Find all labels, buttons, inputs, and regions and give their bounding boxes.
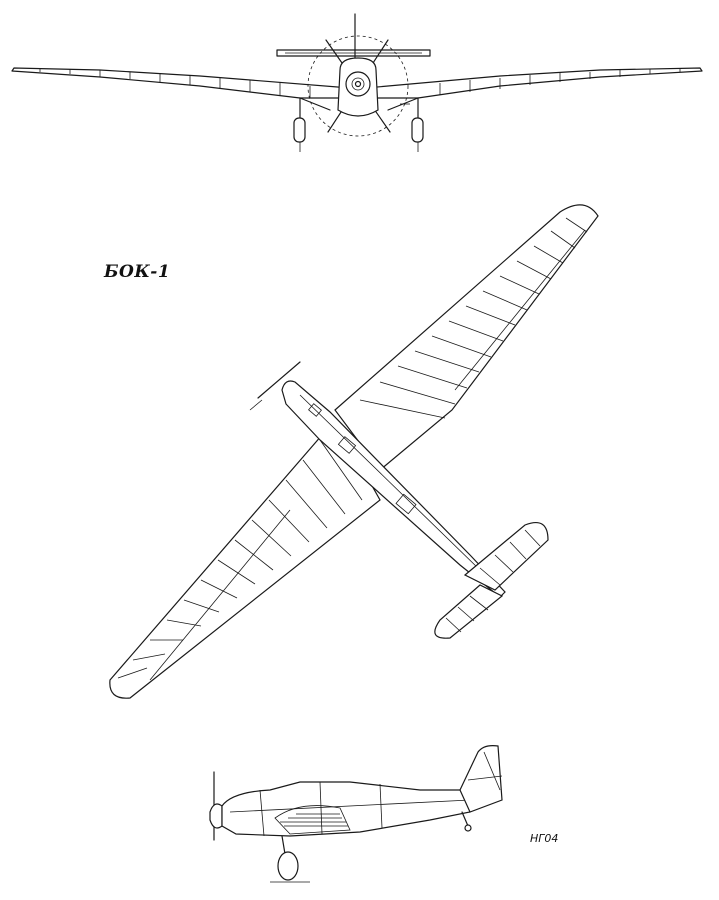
- side-view: [209, 745, 503, 883]
- artist-signature: HГ04: [530, 832, 559, 845]
- plan-view: [109, 204, 599, 699]
- front-view: [11, 13, 703, 152]
- aircraft-title: БОК-1: [104, 262, 171, 282]
